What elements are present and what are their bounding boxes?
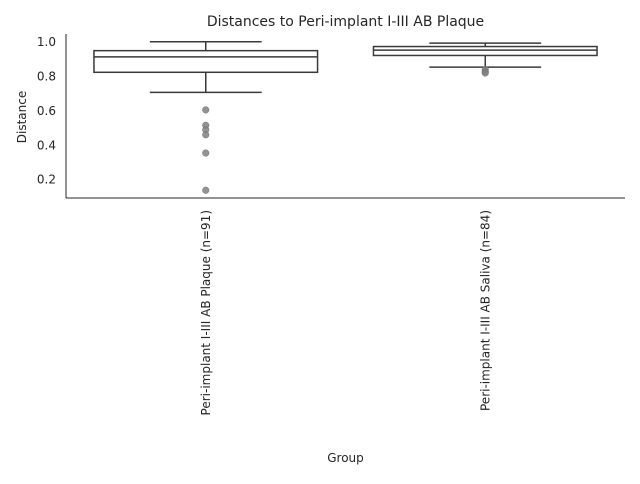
x-tick-label: Peri-implant I-III AB Plaque (n=91)	[199, 210, 213, 415]
y-tick-label: 0.4	[37, 138, 56, 152]
boxes	[93, 40, 598, 194]
y-tick-label: 1.0	[37, 35, 56, 49]
outlier-point	[202, 149, 210, 157]
x-ticks: Peri-implant I-III AB Plaque (n=91) Peri-…	[199, 210, 493, 415]
outlier-point	[202, 106, 210, 114]
outlier-point	[202, 131, 210, 139]
y-axis-label: Distance	[15, 91, 29, 143]
box-iqr	[372, 45, 598, 57]
box-group	[372, 42, 598, 77]
x-tick-label: Peri-implant I-III AB Saliva (n=84)	[478, 210, 492, 411]
y-tick-label: 0.6	[37, 104, 56, 118]
x-axis-label: Group	[327, 451, 364, 465]
outlier-point	[481, 69, 489, 77]
box-group	[93, 40, 319, 194]
axes	[65, 34, 625, 199]
box-iqr	[93, 49, 319, 74]
y-tick-label: 0.8	[37, 70, 56, 84]
chart-title: Distances to Peri-implant I-III AB Plaqu…	[207, 14, 484, 30]
y-tick-label: 0.2	[37, 173, 56, 187]
y-ticks: 0.2 0.4 0.6 0.8 1.0	[37, 35, 56, 186]
outlier-point	[202, 186, 210, 194]
